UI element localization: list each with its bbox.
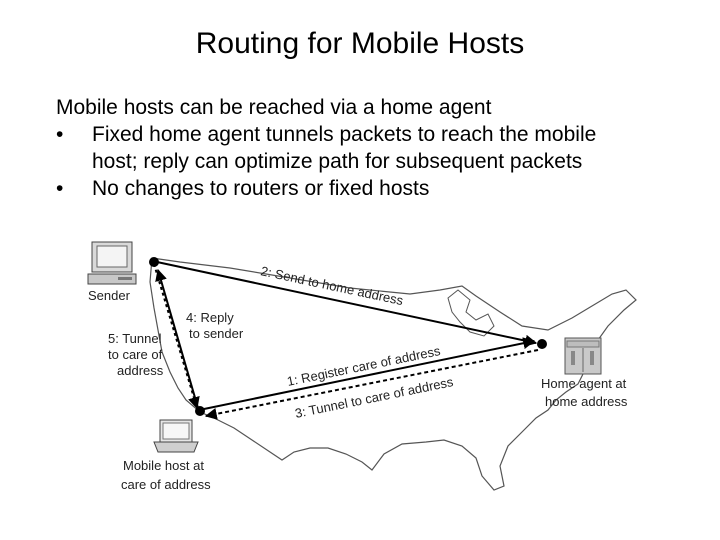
laptop-icon [153,419,199,453]
step-5-label-line: address [117,363,164,378]
server-icon [564,337,602,375]
sender-label: Sender [88,288,131,303]
step-4-label-line: 4: Reply [186,310,234,325]
mobile-host-label-line: Mobile host at [123,458,204,473]
bullet-item: • Fixed home agent tunnels packets to re… [56,121,706,175]
great-lakes-outline [447,289,495,337]
sender-node-dot [149,257,159,267]
bullet-marker: • [56,123,64,146]
bullet-line: No changes to routers or fixed hosts [92,177,430,200]
intro-text: Mobile hosts can be reached via a home a… [56,96,492,119]
bullet-marker: • [56,177,64,200]
step-2-label: 2: Send to home address [259,263,405,308]
bullet-item: • No changes to routers or fixed hosts [56,175,706,202]
tunnel-care-arrow [153,263,200,410]
desktop-computer-icon [87,241,137,285]
slide-title: Routing for Mobile Hosts [195,27,525,60]
slide-body: Mobile hosts can be reached via a home a… [56,94,706,202]
register-arrow [203,337,536,410]
home-agent-label-line: Home agent at [541,376,627,391]
us-map-outline [149,257,637,491]
bullet-line: Fixed home agent tunnels packets to reac… [92,123,597,146]
step-4-label-line: to sender [189,326,244,341]
mobile-host-node-dot [195,406,205,416]
home-agent-label-line: home address [545,394,628,409]
home-agent-node-dot [537,339,547,349]
mobile-host-label-line: care of address [121,477,211,492]
tunnel-arrow [204,349,539,420]
step-5-label-line: 5: Tunnel [108,331,162,346]
reply-arrow [155,268,199,409]
send-home-arrow [156,261,538,347]
step-5-label-line: to care of [108,347,163,362]
bullet-line: host; reply can optimize path for subseq… [92,150,583,173]
